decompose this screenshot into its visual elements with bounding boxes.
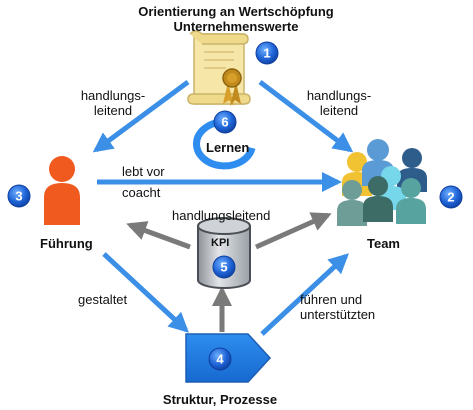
title-line-2: Unternehmenswerte (173, 19, 299, 34)
label-struktur-to-team: führen und unterstützten (300, 292, 376, 322)
team-group-icon (337, 139, 427, 226)
svg-text:6: 6 (221, 115, 228, 130)
node-label-fuehrung: Führung (40, 236, 93, 251)
arrow-kpi-to-team (254, 212, 332, 250)
badge-2: 2 (439, 185, 463, 209)
arrow-kpi-to-fuehrung (126, 221, 191, 250)
svg-text:5: 5 (220, 260, 227, 275)
badge-4: 4 (208, 347, 232, 371)
node-label-lernen: Lernen (206, 140, 250, 155)
badge-3: 3 (7, 184, 31, 208)
arrow-struktur-to-team (260, 253, 349, 336)
label-kpi-handlungsleitend: handlungsleitend (172, 208, 271, 223)
svg-text:3: 3 (15, 189, 22, 204)
svg-text:4: 4 (216, 352, 224, 367)
arrow-werte-to-team (258, 80, 354, 153)
svg-text:2: 2 (447, 190, 454, 205)
arrow-werte-to-fuehrung (92, 79, 190, 153)
node-label-kpi: KPI (211, 237, 230, 249)
scroll-icon (187, 30, 251, 106)
svg-text:1: 1 (263, 46, 270, 61)
node-label-team: Team (367, 236, 400, 251)
label-lebt-vor: lebt vor (122, 164, 165, 179)
label-coacht: coacht (122, 185, 161, 200)
badge-6: 6 (213, 110, 237, 134)
arrow-fuehrung-to-struktur (102, 252, 189, 333)
title-line-1: Orientierung an Wertschöpfung (138, 4, 334, 19)
diagram-title: Orientierung an Wertschöpfung Unternehme… (96, 4, 376, 34)
label-werte-to-fuehrung: handlungs- leitend (80, 88, 146, 118)
badge-1: 1 (255, 41, 279, 65)
label-gestaltet: gestaltet (78, 292, 128, 307)
badge-5: 5 (212, 255, 236, 279)
node-label-struktur: Struktur, Prozesse (162, 392, 278, 407)
fuehrung-person-icon (44, 156, 80, 225)
label-werte-to-team: handlungs- leitend (306, 88, 372, 118)
